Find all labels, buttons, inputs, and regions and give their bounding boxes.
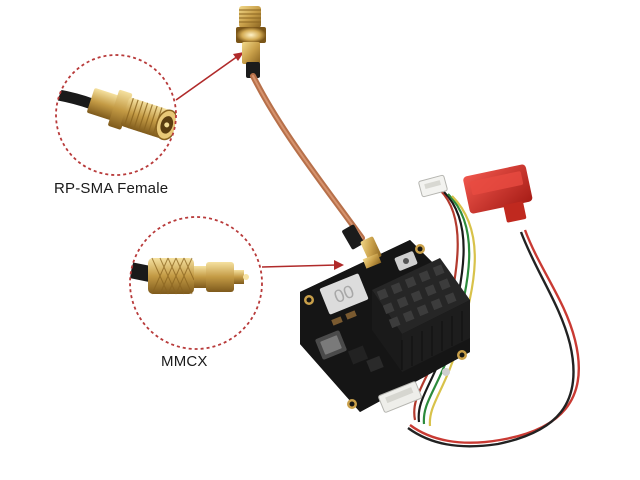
jst-sh-connector — [418, 174, 448, 198]
rp-sma-callout — [55, 54, 177, 176]
rp-sma-label: RP-SMA Female — [54, 180, 169, 197]
mmcx-label: MMCX — [161, 353, 208, 370]
coax-cable — [250, 73, 365, 241]
rp-sma-connector — [236, 6, 266, 78]
vtx-board: 00 — [300, 236, 470, 413]
mmcx-callout — [129, 216, 263, 350]
heatsink — [372, 258, 470, 372]
red-power-connector — [463, 164, 533, 223]
pointer-arrows — [175, 52, 344, 270]
